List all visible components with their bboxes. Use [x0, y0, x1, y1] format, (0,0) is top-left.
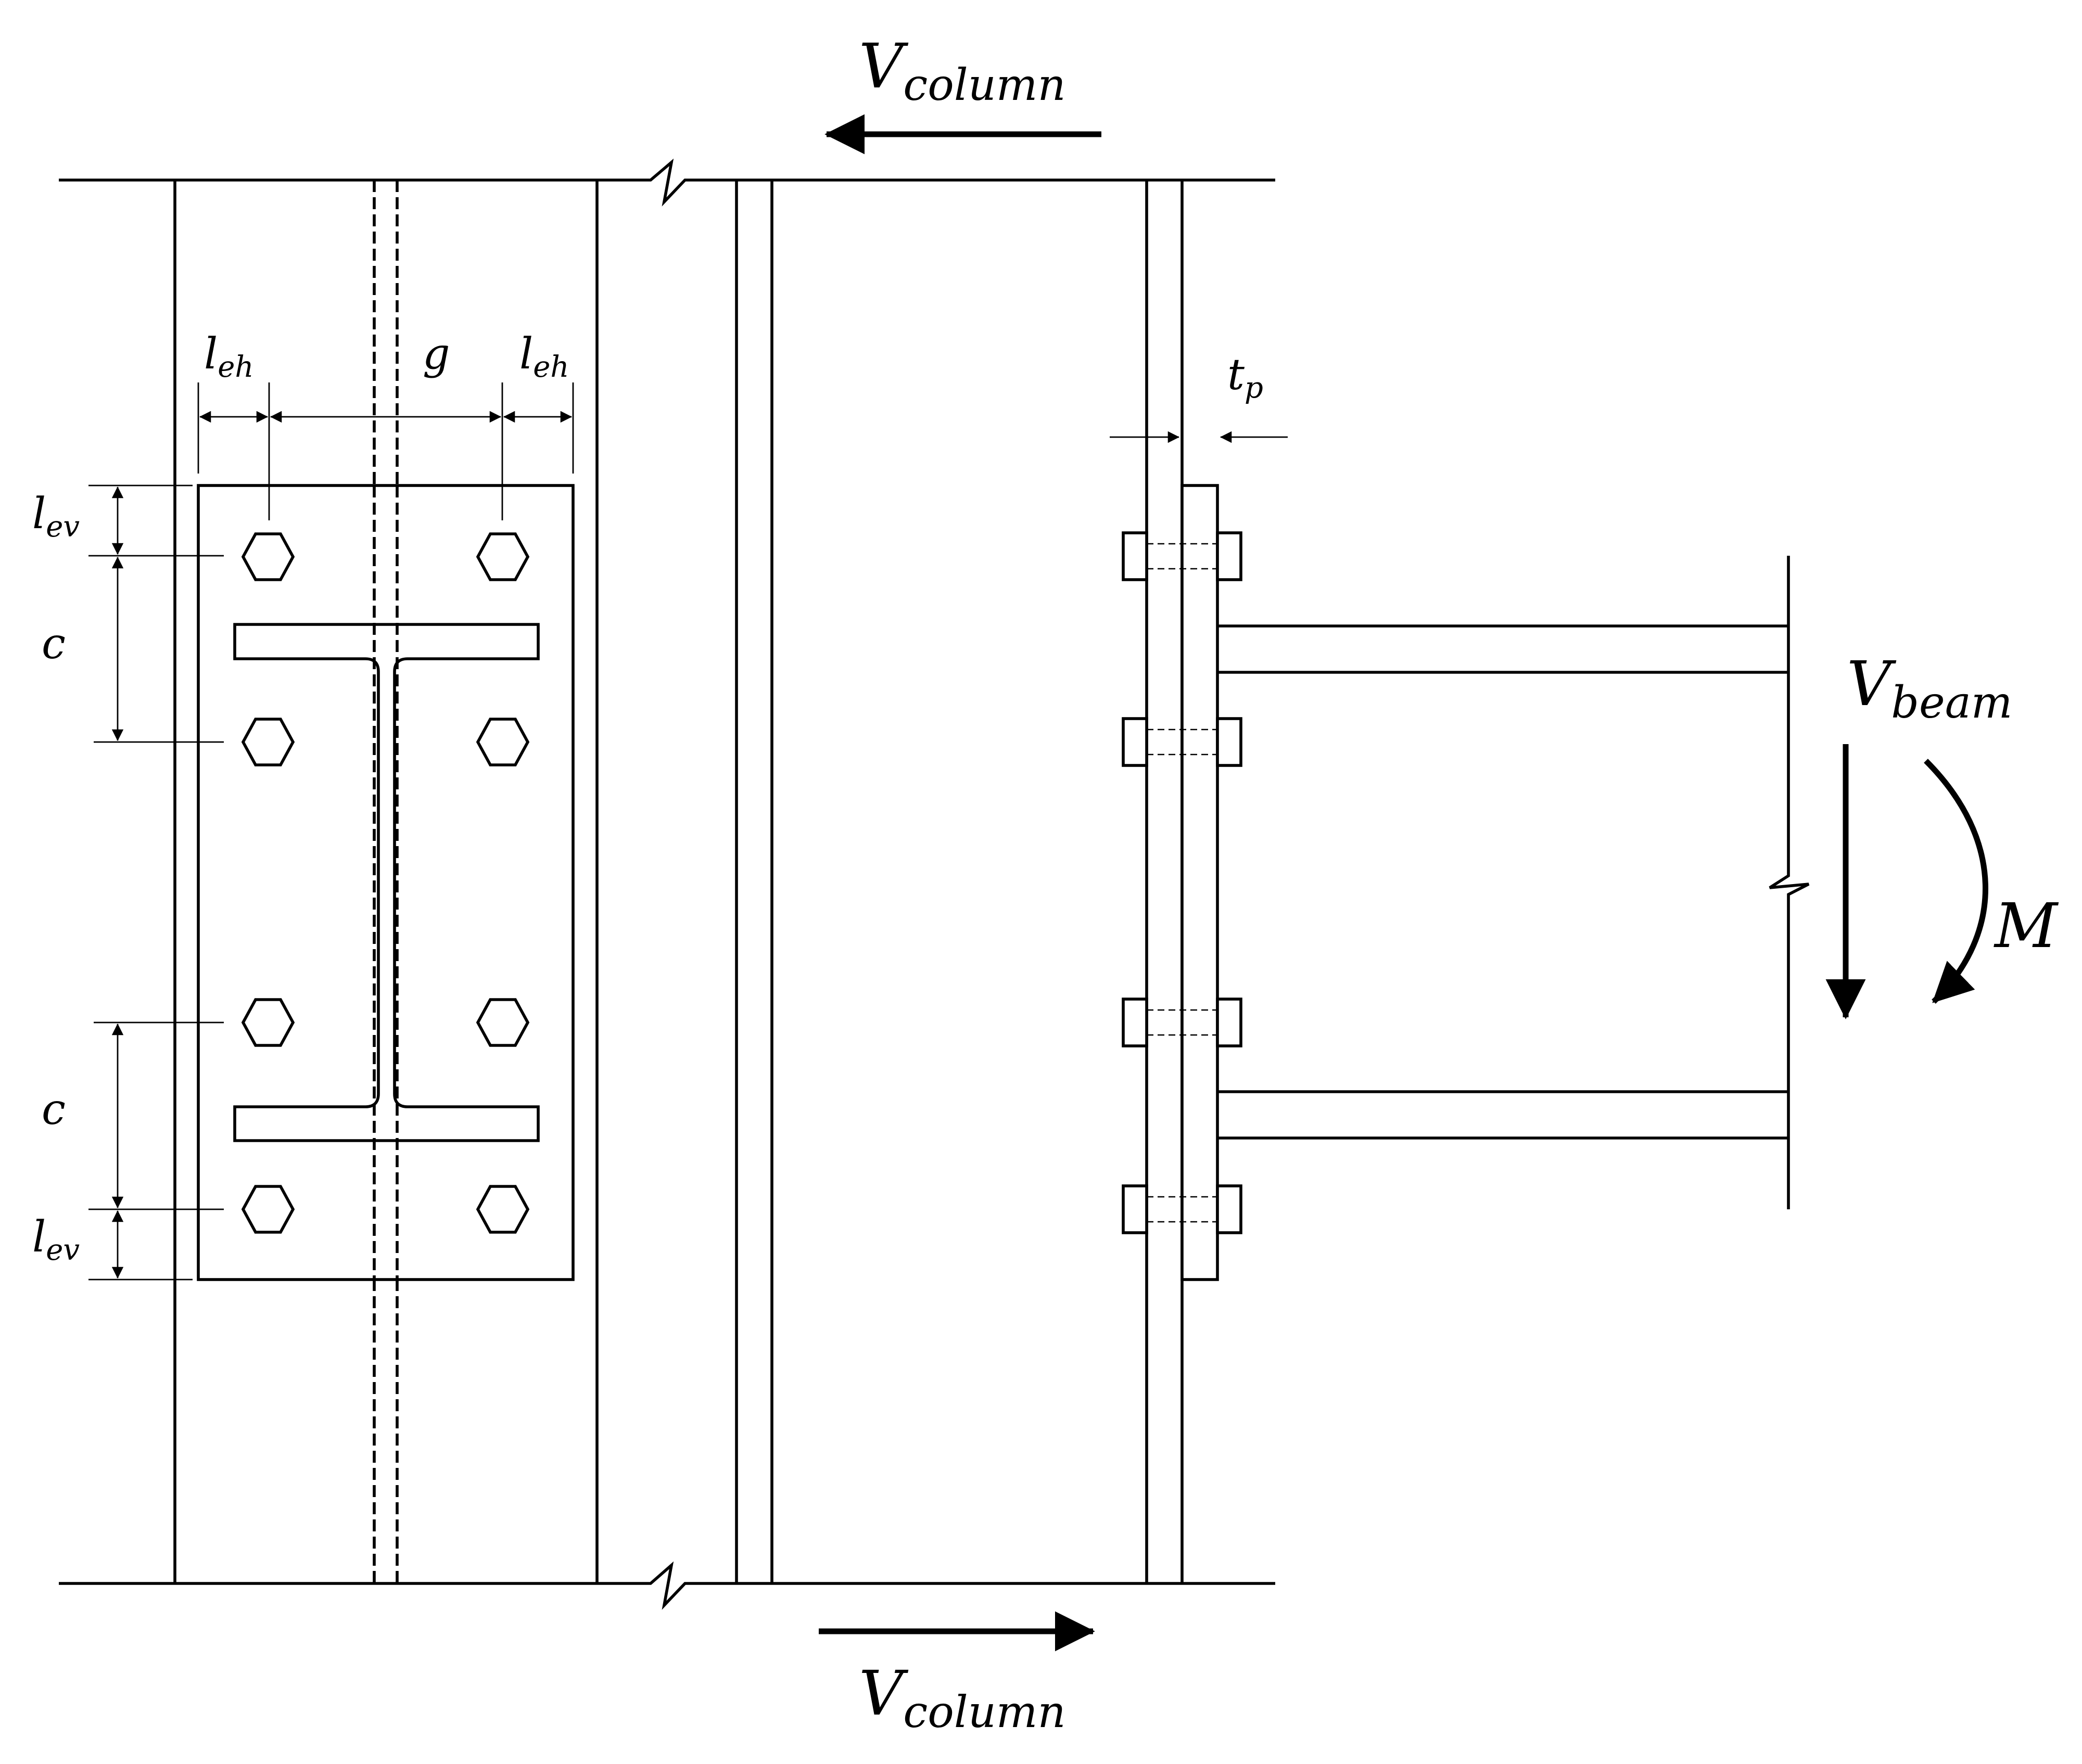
- g-label: g: [423, 329, 450, 379]
- bolt-hexagon: [241, 1185, 295, 1234]
- end-plate: [197, 484, 575, 1281]
- c-label-top: c: [42, 619, 66, 669]
- leh-label-left: leh: [204, 329, 253, 384]
- bottom-cut-line: [59, 1561, 1275, 1610]
- bolt-hexagon: [241, 718, 295, 766]
- bolt-hexagon: [476, 1185, 530, 1234]
- lev-label-top: lev: [32, 489, 80, 544]
- bolts-side: [1122, 531, 1242, 1234]
- side-view: tp: [735, 180, 1810, 1583]
- bolt-hexagon: [476, 718, 530, 766]
- lev-label-bottom: lev: [32, 1212, 80, 1267]
- loads: Vcolumn Vcolumn Vbeam M: [819, 30, 2059, 1737]
- moment-label: M: [1994, 890, 2059, 962]
- v-column-top-label: Vcolumn: [859, 30, 1066, 110]
- bolt-hexagon: [476, 532, 530, 581]
- c-label-bottom: c: [42, 1085, 66, 1134]
- v-beam-label: Vbeam: [1847, 648, 2012, 728]
- vertical-dimensions: [88, 484, 224, 1281]
- beam-break-line: [1769, 556, 1810, 1209]
- beam-side: [1217, 556, 1810, 1209]
- horizontal-dimensions: [197, 382, 574, 520]
- beam-i-section: [233, 623, 540, 1142]
- top-cut-line: [59, 158, 1275, 207]
- tp-label: tp: [1227, 350, 1263, 405]
- leh-label-right: leh: [519, 329, 569, 384]
- v-column-bottom-label: Vcolumn: [859, 1657, 1066, 1737]
- bolt-hexagon: [241, 532, 295, 581]
- bolt-hexagon: [476, 998, 530, 1047]
- end-plate-side: [1180, 484, 1219, 1281]
- column-face-view: leh g leh lev c c lev: [32, 158, 1275, 1610]
- moment-arrow: [1924, 759, 1988, 1004]
- bolt-group: [241, 532, 530, 1234]
- bolt-hexagon: [241, 998, 295, 1047]
